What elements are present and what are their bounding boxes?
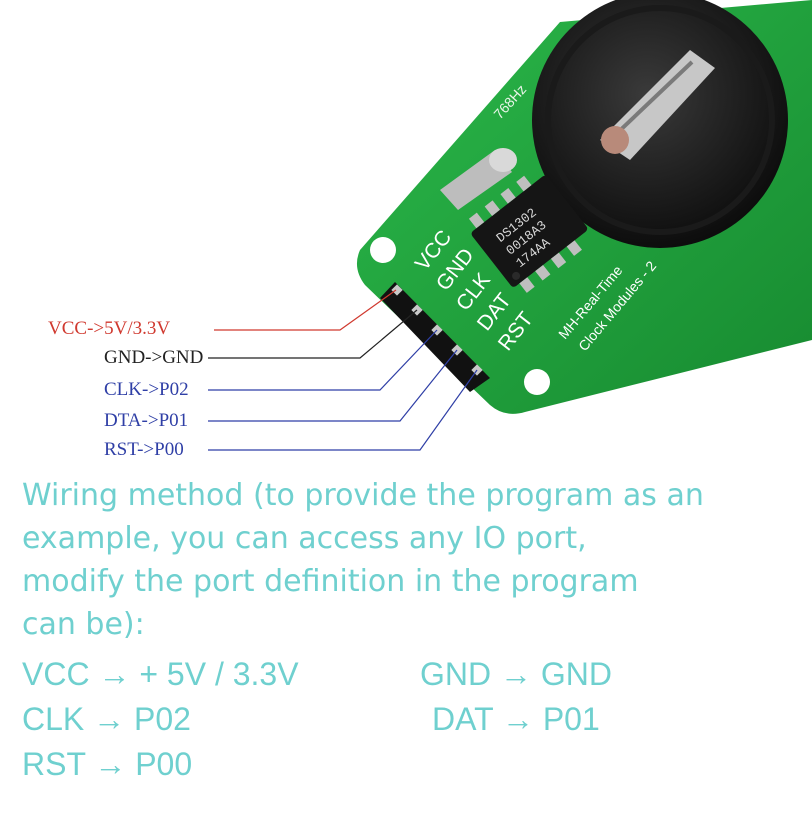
mapping-clk: CLK → P02 bbox=[22, 701, 191, 737]
mount-hole-left bbox=[370, 237, 396, 263]
mapping-rst: RST → P00 bbox=[22, 746, 193, 782]
leader-vcc bbox=[214, 289, 397, 331]
wiring-label-clk: CLK->P02 bbox=[104, 379, 189, 400]
leader-rst bbox=[208, 369, 478, 451]
description-line: modify the port definition in the progra… bbox=[22, 564, 639, 599]
wiring-label-gnd: GND->GND bbox=[104, 347, 204, 368]
leader-clk bbox=[208, 329, 438, 391]
wiring-label-vcc: VCC->5V/3.3V bbox=[48, 318, 171, 339]
ds1302-chip: DS1302 0018A3 174AA bbox=[468, 175, 588, 293]
mapping-dat: DAT → P01 bbox=[432, 701, 600, 737]
description-line: Wiring method (to provide the program as… bbox=[22, 478, 704, 513]
mount-hole-right bbox=[524, 369, 550, 395]
description-line: example, you can access any IO port, bbox=[22, 521, 587, 556]
wiring-label-rst: RST->P00 bbox=[104, 439, 184, 460]
wiring-description: Wiring method (to provide the program as… bbox=[22, 474, 802, 646]
leader-dat bbox=[208, 349, 458, 422]
leader-gnd bbox=[208, 309, 418, 359]
battery-holder bbox=[532, 0, 788, 248]
rtc-module-illustration: 768Hz DS1302 0018A3 174AA VCC GND CLK DA… bbox=[208, 0, 812, 451]
wiring-label-dta: DTA->P01 bbox=[104, 410, 189, 431]
mapping-vcc: VCC → + 5V / 3.3V bbox=[22, 656, 299, 692]
silkscreen-pin-names: VCC GND CLK DAT RST bbox=[411, 226, 538, 355]
description-line: can be): bbox=[22, 607, 145, 642]
leader-lines bbox=[208, 289, 478, 451]
mapping-gnd: GND → GND bbox=[420, 656, 612, 692]
